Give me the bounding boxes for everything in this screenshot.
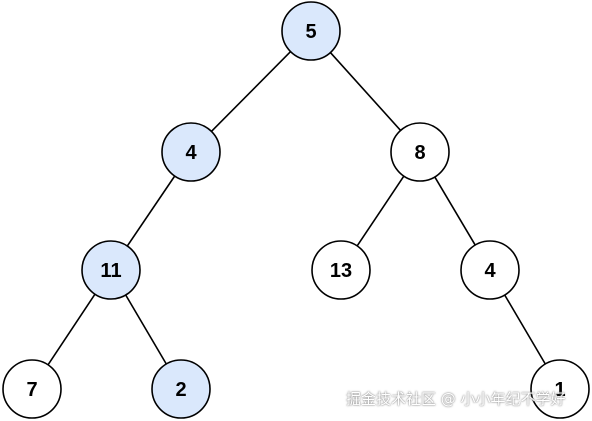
- highlighted-node-circle: [151, 359, 211, 419]
- highlighted-node-circle: [281, 1, 341, 61]
- node-value-label: 2: [175, 379, 186, 401]
- tree-node: 2: [151, 359, 211, 419]
- tree-node: 7: [2, 359, 62, 419]
- tree-node: 5: [281, 1, 341, 61]
- tree-node: 13: [311, 240, 371, 300]
- node-value-label: 5: [305, 21, 316, 43]
- node-value-label: 1: [554, 379, 565, 401]
- tree-edge: [125, 294, 167, 365]
- tree-edge: [504, 294, 546, 365]
- tree-node: 4: [161, 122, 221, 182]
- tree-edge: [210, 51, 292, 132]
- tree-node: 11: [81, 240, 141, 300]
- node-value-label: 11: [100, 260, 121, 282]
- node-circle: [390, 122, 450, 182]
- node-value-label: 13: [330, 260, 352, 282]
- highlighted-node-circle: [81, 240, 141, 300]
- node-circle: [530, 359, 590, 419]
- tree-edge: [126, 175, 176, 247]
- tree-node: 4: [460, 240, 520, 300]
- highlighted-node-circle: [161, 122, 221, 182]
- node-value-label: 4: [185, 142, 197, 164]
- tree-node: 1: [530, 359, 590, 419]
- tree-edge: [47, 293, 96, 366]
- tree-node: 8: [390, 122, 450, 182]
- tree-edges: [47, 51, 546, 366]
- tree-edge: [356, 175, 405, 247]
- node-circle: [2, 359, 62, 419]
- tree-edge: [434, 176, 476, 246]
- watermark-text: 掘金技术社区 @ 小小年纪不学好: [346, 390, 566, 408]
- node-value-label: 7: [26, 379, 37, 401]
- node-circle: [460, 240, 520, 300]
- node-value-label: 4: [484, 260, 496, 282]
- tree-edge: [329, 52, 402, 131]
- node-value-label: 8: [414, 142, 425, 164]
- node-circle: [311, 240, 371, 300]
